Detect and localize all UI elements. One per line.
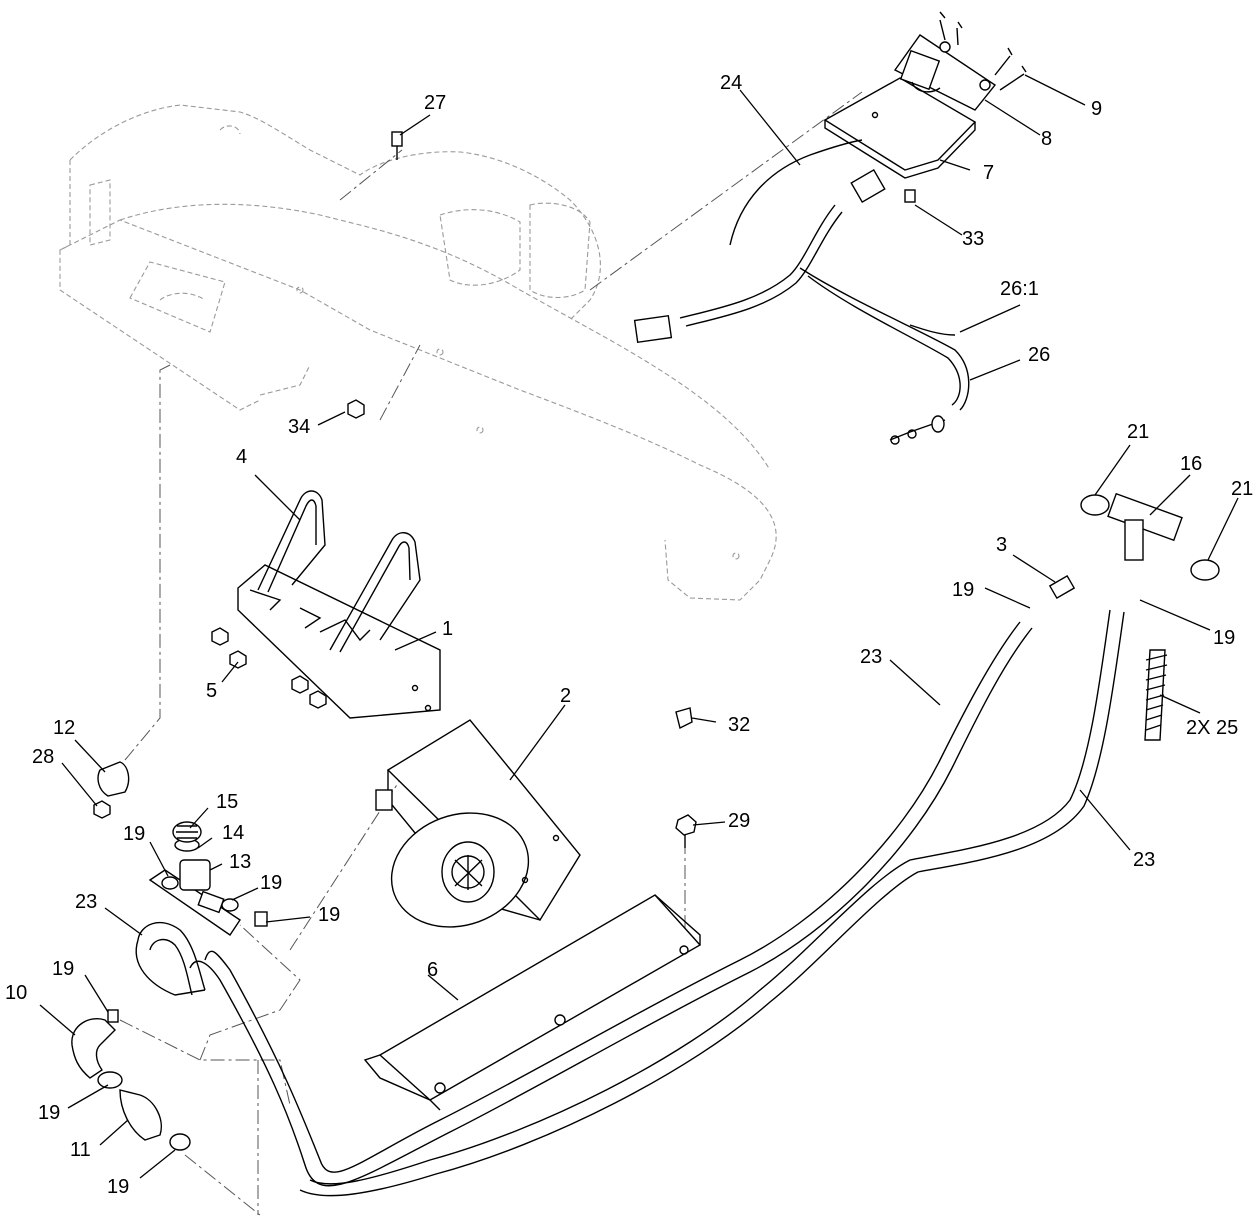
part-16-tee <box>1107 492 1183 561</box>
callout-26: 26 <box>1028 344 1050 366</box>
callout-27: 27 <box>424 92 446 114</box>
callout-23-b: 23 <box>860 646 882 668</box>
callout-10: 10 <box>5 982 27 1004</box>
part-6-plate <box>363 894 702 1111</box>
callout-14: 14 <box>222 822 244 844</box>
callout-9: 9 <box>1091 98 1102 120</box>
callout-19-c: 19 <box>318 904 340 926</box>
callout-1: 1 <box>442 618 453 640</box>
part-23-hoses <box>135 609 1125 1197</box>
callout-8: 8 <box>1041 128 1052 150</box>
switch-bracket-assembly <box>823 11 1027 203</box>
part-1-bracket <box>237 564 441 719</box>
callout-5: 5 <box>206 680 217 702</box>
callout-3: 3 <box>996 534 1007 556</box>
callout-13: 13 <box>229 851 251 873</box>
part-12-grommet <box>97 761 130 797</box>
part-2-blower-assembly <box>375 719 581 928</box>
callout-11: 11 <box>70 1139 91 1161</box>
part-25-spiral-wrap <box>1144 649 1168 741</box>
callout-33: 33 <box>962 228 984 250</box>
callout-21-b: 21 <box>1231 478 1253 500</box>
callout-24: 24 <box>720 72 742 94</box>
callout-19-e: 19 <box>38 1102 60 1124</box>
callout-26-1: 26:1 <box>1000 278 1039 300</box>
callout-2: 2 <box>560 685 571 707</box>
callout-16: 16 <box>1180 453 1202 475</box>
callout-19-g: 19 <box>952 579 974 601</box>
part-27-bolt <box>391 131 403 160</box>
callout-21-a: 21 <box>1127 421 1149 443</box>
callout-19-b: 19 <box>260 872 282 894</box>
callout-19-h: 19 <box>1213 627 1235 649</box>
callout-19-a: 19 <box>123 823 145 845</box>
part-13-15-valve-assembly <box>148 821 268 936</box>
part-21-clamps <box>1080 494 1220 581</box>
callout-4: 4 <box>236 446 247 468</box>
callout-19-d: 19 <box>52 958 74 980</box>
callout-15: 15 <box>216 791 238 813</box>
callout-12: 12 <box>53 717 75 739</box>
callout-19-f: 19 <box>107 1176 129 1198</box>
callout-7: 7 <box>983 162 994 184</box>
part-28-nut <box>93 800 111 819</box>
callout-6: 6 <box>427 959 438 981</box>
part-11-valve <box>97 1071 191 1151</box>
callout-25: 2X 25 <box>1186 717 1238 739</box>
part-24-cable <box>729 139 863 246</box>
part-5-nuts <box>211 627 327 709</box>
console-housing-ghost <box>59 104 777 601</box>
part-32-clip <box>675 707 693 730</box>
part-4-u-bolts <box>257 490 421 653</box>
leader-lines <box>39 74 1239 1179</box>
part-26-harness <box>633 169 970 445</box>
callout-34: 34 <box>288 416 310 438</box>
callout-32: 32 <box>728 714 750 736</box>
part-3-fitting <box>1048 574 1076 600</box>
callout-23-a: 23 <box>75 891 97 913</box>
callout-labels: 27 24 9 8 7 33 26:1 26 34 4 1 5 2 12 28 … <box>5 72 1253 1198</box>
callout-29: 29 <box>728 810 750 832</box>
part-34-nut <box>347 399 365 419</box>
part-10-elbow <box>71 1009 119 1079</box>
callout-28: 28 <box>32 746 54 768</box>
part-29-bolt <box>675 814 697 848</box>
callout-23-c: 23 <box>1133 849 1155 871</box>
